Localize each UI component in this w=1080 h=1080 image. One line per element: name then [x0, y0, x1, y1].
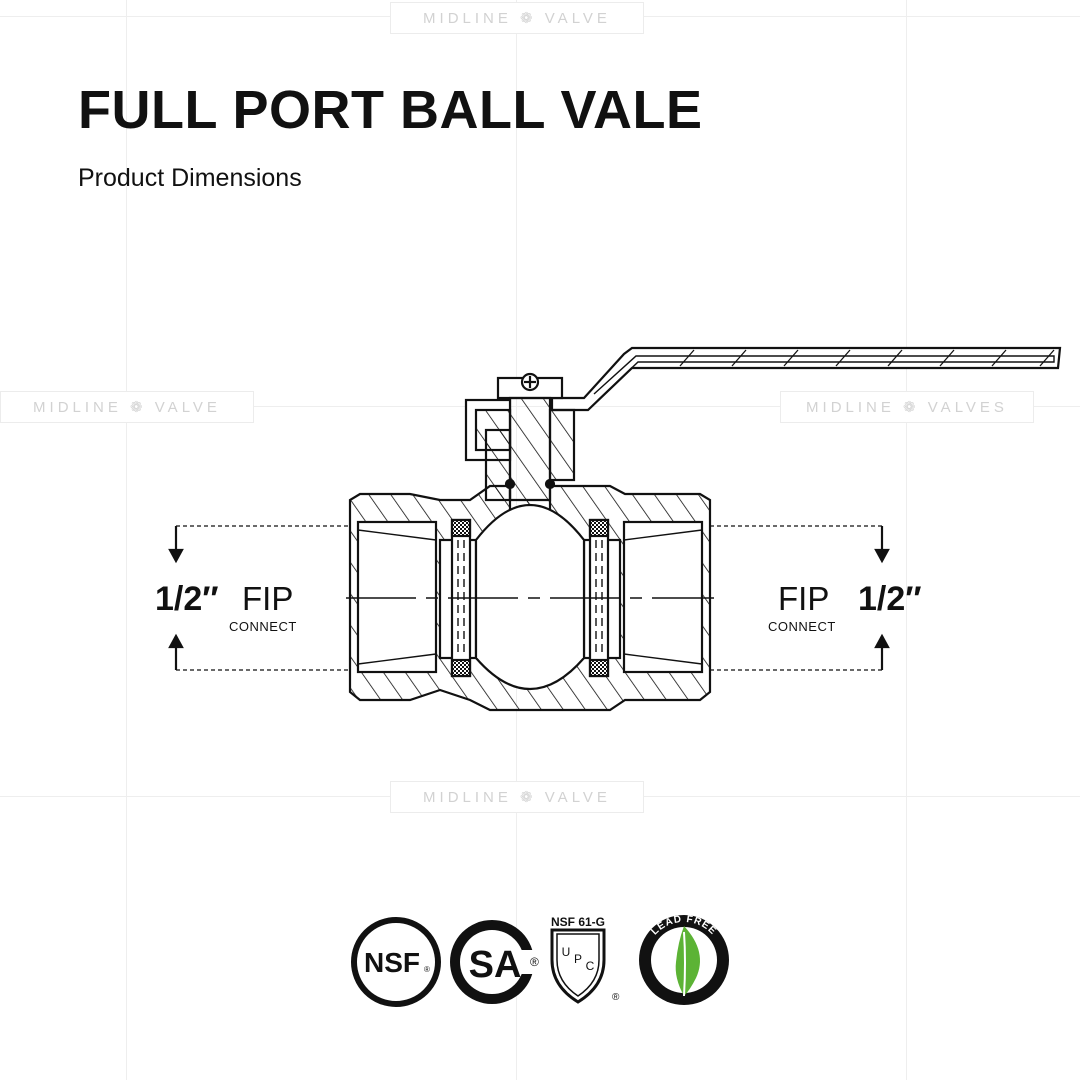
upc-top-text: NSF 61-G [551, 915, 605, 929]
left-connect-label: CONNECT [229, 619, 297, 634]
upc-letter-c: C [586, 959, 595, 973]
left-size-label: 1/2″ [155, 580, 219, 618]
watermark-top: MIDLINE ❁ VALVE [390, 2, 644, 34]
dimension-lines [176, 525, 882, 671]
page-title: FULL PORT BALL VALE [78, 80, 703, 140]
right-fip-label: FIP [778, 580, 830, 617]
nsf-text: NSF [364, 947, 420, 978]
page-subtitle: Product Dimensions [78, 164, 302, 192]
csa-logo: SA ® [450, 920, 539, 1004]
leaf-icon [675, 926, 700, 996]
watermark-bottom: MIDLINE ❁ VALVE [390, 781, 644, 813]
watermark-right: MIDLINE ❁ VALVES [780, 391, 1034, 423]
right-connect-label: CONNECT [768, 619, 836, 634]
csa-text: SA [469, 944, 522, 986]
lead-free-logo: LEAD FREE [639, 914, 729, 1005]
dimension-arrows [168, 526, 890, 670]
nsf-registered: ® [424, 965, 430, 974]
watermark-left: MIDLINE ❁ VALVE [0, 391, 254, 423]
guide-line-left [126, 0, 127, 1080]
upc-letter-p: P [574, 952, 582, 966]
left-fip-label: FIP [242, 580, 294, 617]
upc-registered: ® [612, 992, 620, 1003]
nsf-logo: NSF ® [351, 917, 441, 1007]
upc-logo: NSF 61-G U P C ® [550, 915, 620, 1004]
upc-letter-u: U [562, 945, 571, 959]
guide-line-right [906, 0, 907, 1080]
right-size-label: 1/2″ [858, 580, 922, 618]
csa-registered: ® [530, 955, 539, 969]
